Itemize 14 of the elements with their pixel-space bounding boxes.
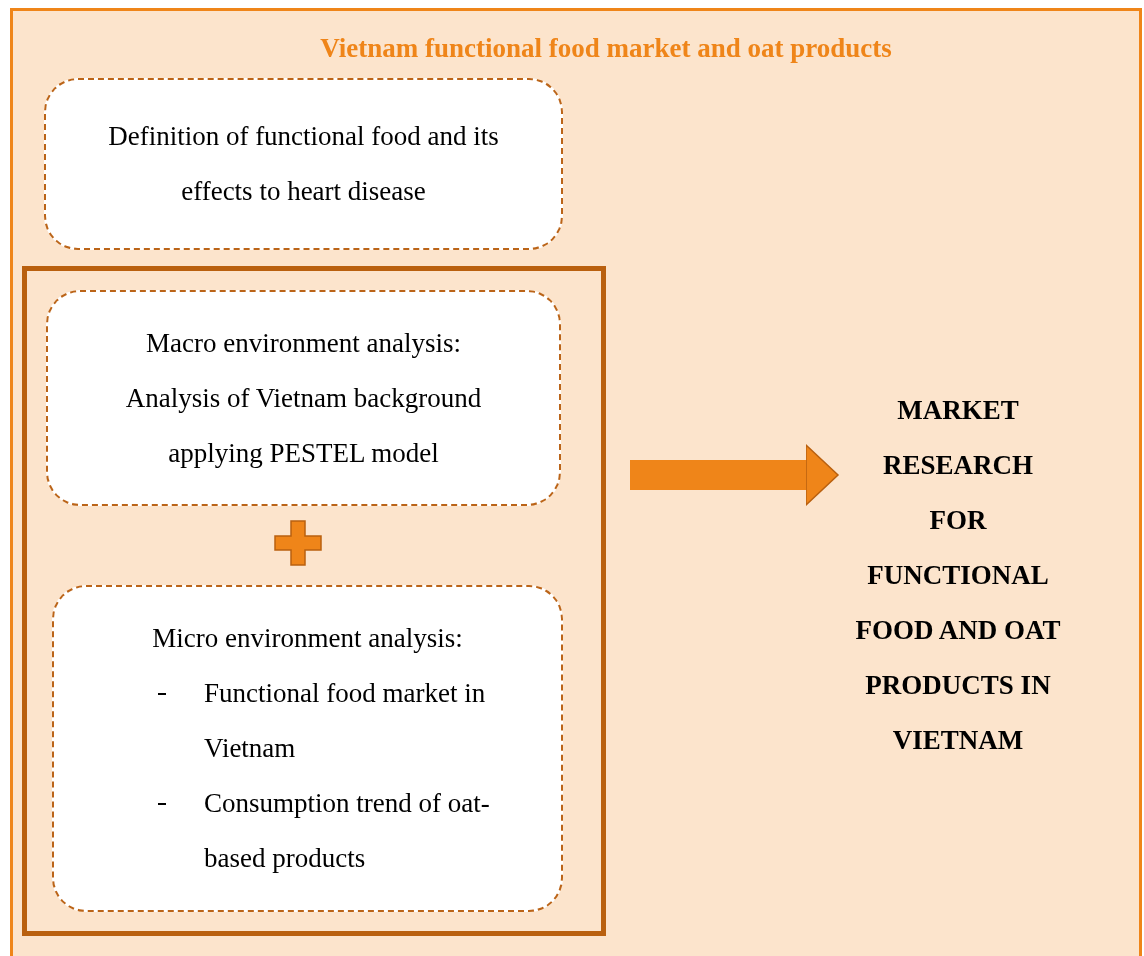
dashed-box: [52, 585, 563, 912]
block-arrow: [630, 444, 839, 506]
title: Vietnam functional food market and oat products: [319, 33, 893, 64]
box-text: Definition of functional food and its effects to heart disease: [107, 120, 500, 208]
result-text: MARKET RESEARCH FOR FUNCTIONAL FOOD AND OAT PRODUCTS IN VIETNAM: [838, 355, 1078, 795]
group-frame: [22, 266, 606, 936]
dashed-box: [44, 78, 563, 250]
outer-frame: [10, 8, 1142, 956]
bullet-text: Consumption trend of oat-based products: [204, 787, 491, 875]
dashed-box: [46, 290, 561, 506]
box-text: Analysis of Vietnam background applying PESTEL model: [124, 381, 483, 470]
box-text: Micro environment analysis:: [152, 622, 463, 655]
box-text: Macro environment analysis:: [146, 326, 461, 360]
bullet-text: Functional food market in Vietnam: [204, 677, 487, 765]
